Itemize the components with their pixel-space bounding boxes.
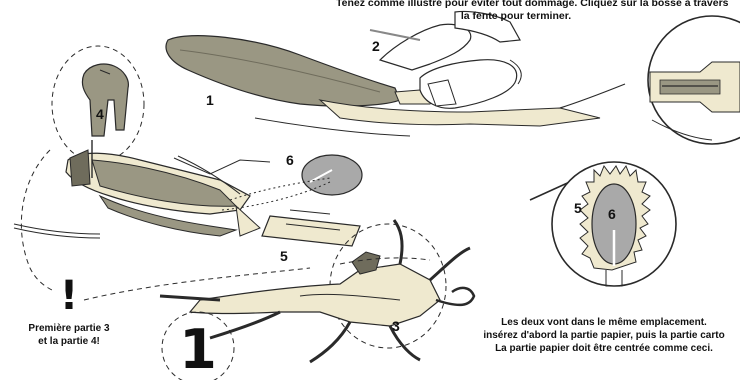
- part-label-1: 1: [206, 92, 214, 108]
- top-note-line-1: Tenez comme illustré pour éviter tout do…: [336, 0, 696, 10]
- top-note-line-2: la fente pour terminer.: [336, 10, 696, 23]
- left-note-line-2: et la partie 4!: [10, 335, 128, 348]
- part-5-card: [262, 210, 360, 246]
- detail-label-5: 5: [574, 200, 582, 216]
- right-note-line-3: La partie papier doit être centrée comme…: [470, 342, 738, 355]
- top-instruction-note: Tenez comme illustré pour éviter tout do…: [336, 0, 696, 23]
- detail-label-6: 6: [608, 206, 616, 222]
- part-4-detail: [52, 46, 144, 162]
- left-note-line-1: Première partie 3: [10, 322, 128, 335]
- part-label-2: 2: [372, 38, 380, 54]
- detail-circle-slot: [648, 16, 740, 144]
- part-label-4: 4: [96, 106, 104, 122]
- right-note-line-2: insérez d'abord la partie papier, puis l…: [470, 329, 738, 342]
- assembled-body: [14, 140, 270, 238]
- exclamation-icon: !: [54, 276, 84, 316]
- detail-circle-card-disc: [530, 162, 676, 286]
- part-label-6: 6: [286, 152, 294, 168]
- step-number: 1: [158, 320, 238, 380]
- right-note-line-1: Les deux vont dans le même emplacement.: [470, 316, 738, 329]
- part-label-3: 3: [392, 318, 400, 334]
- part-label-5: 5: [280, 248, 288, 264]
- left-instruction-note: Première partie 3 et la partie 4!: [10, 322, 128, 348]
- part-6-disc: [302, 155, 362, 195]
- right-instruction-note: Les deux vont dans le même emplacement. …: [470, 316, 738, 355]
